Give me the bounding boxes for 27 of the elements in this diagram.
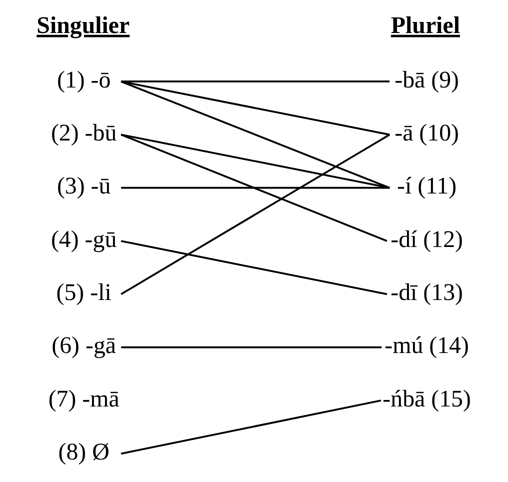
- connector: [120, 80, 390, 189]
- node-text: -bā (9): [394, 67, 460, 94]
- node-text: -mú (14): [384, 333, 469, 360]
- node-text: (2) -bū: [50, 120, 117, 146]
- connector: [121, 186, 390, 189]
- node-text: (6) -gā: [52, 333, 116, 360]
- connector: [120, 134, 388, 242]
- node-text: (7) -mā: [48, 386, 120, 412]
- node-text: -ńbā (15): [382, 386, 471, 412]
- node-text: (5) -li: [56, 280, 112, 306]
- connector: [120, 240, 388, 296]
- node-text: (1) -ō: [56, 67, 111, 94]
- node-text: -dí (12): [390, 226, 464, 253]
- node-text: -dī (13): [390, 280, 464, 306]
- connector: [120, 400, 382, 455]
- connector: [120, 134, 390, 189]
- connector: [120, 80, 390, 136]
- node-text: (4) -gū: [50, 226, 117, 253]
- node-text: -ā (10): [394, 120, 460, 146]
- node-text: -í (11): [397, 174, 457, 200]
- connector: [121, 80, 390, 82]
- label: Singulier: [36, 12, 130, 39]
- connector: [120, 134, 390, 295]
- node-text: (8) Ø: [58, 440, 110, 466]
- label: Pluriel: [390, 12, 460, 39]
- node-text: (3) -ū: [56, 174, 111, 200]
- connector: [121, 346, 382, 348]
